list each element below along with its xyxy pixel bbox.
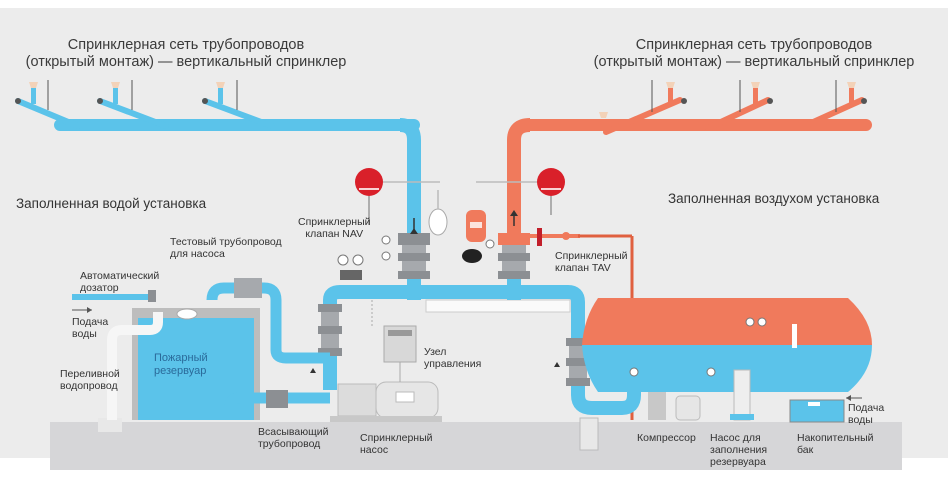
left-branch [15,80,81,129]
air-system-heading: Заполненная воздухом установка [668,191,880,206]
sprinkler-head-icon [666,82,675,88]
sprinkler-head-icon [216,82,225,88]
compressor-icon [648,392,701,421]
control-unit-label: Узел управления [424,346,482,371]
nav-gauges [337,254,364,280]
fill-pump-icon [730,369,754,421]
sprinkler-head-icon [29,82,38,88]
arrow-up-icon [510,210,518,216]
suction-pipe-label: Всасывающий трубопровод [258,426,329,451]
right-branch [599,80,687,135]
water-supply-right-label: Подача воды [848,402,885,427]
pressure-gauge-icon [757,317,767,327]
left-network-title-line2: (открытый монтаж) — вертикальный спринкл… [25,53,347,70]
control-panel-icon [371,300,417,382]
nav-valve-label: Спринклерный клапан NAV [298,216,371,241]
fill-pump-label: Насос для заполнения резервуара [710,432,768,469]
right-sprinkler-network [507,80,872,235]
floor-pit-left [98,418,122,432]
storage-tank-label: Накопительный бак [797,432,874,457]
right-network-title: Спринклерная сеть трубопроводов (открыты… [574,37,934,70]
left-network-title-line1: Спринклерная сеть трубопроводов [67,37,305,53]
sprinkler-head-icon [847,82,856,88]
pressure-gauge-icon [381,251,391,261]
arrow-up-icon [554,362,560,367]
water-system-heading: Заполненная водой установка [16,196,207,211]
sprinkler-pump [330,381,442,422]
nav-valve [381,190,448,291]
water-supply-left-label: Подача воды [72,316,109,341]
left-network-title: Спринклерная сеть трубопроводов (открыты… [6,37,366,70]
pressure-gauge-icon [485,239,495,249]
fire-reservoir-label: Пожарный резервуар [154,352,208,377]
pressure-gauge-icon [706,367,716,377]
pressure-gauge-icon [629,367,639,377]
tav-valve-label: Спринклерный клапан TAV [555,250,628,275]
arrow-right-icon [87,307,92,313]
overflow-pipe-label: Переливной водопровод [60,368,120,393]
compressor-motor-icon [462,249,482,263]
pressure-gauge-icon [337,254,349,266]
valve-icon [234,278,262,298]
left-branch [97,80,169,129]
alarm-bell-icon [355,168,440,225]
right-network-title-line2: (открытый монтаж) — вертикальный спринкл… [593,53,915,70]
sprinkler-head-icon [111,82,120,88]
sprinkler-head-icon [751,82,760,88]
arrow-left-icon [846,395,851,401]
suction-pipe [224,392,330,416]
left-branch [202,80,275,129]
sprinkler-head-icon [599,112,608,118]
arrow-up-icon [310,368,316,373]
left-sprinkler-network [15,80,421,235]
overflow-pipe [107,312,163,420]
auto-dosing-label: Автоматический дозатор [80,270,160,295]
auto-dosing-valve-icon [148,290,156,302]
pressure-gauge-icon [745,317,755,327]
right-branch [705,80,773,131]
main-water-pipe [310,285,641,415]
floor-pit-center [579,417,599,451]
right-branch [797,80,867,131]
pump-test-pipe [206,282,330,364]
storage-tank [789,395,862,423]
right-network-title-line1: Спринклерная сеть трубопроводов [635,37,873,53]
pressure-gauge-icon [352,254,364,266]
valve-icon [266,390,288,408]
pressure-gauge-icon [381,235,391,245]
alarm-bell-icon [476,168,565,215]
compressor-label: Компрессор [637,432,696,444]
test-pipe-label: Тестовый трубопровод для насоса [170,236,282,261]
floor-slab [50,422,902,470]
sprinkler-pump-label: Спринклерный насос [360,432,433,457]
water-supply-pipe-left [72,294,154,300]
pressure-tank [582,298,872,392]
